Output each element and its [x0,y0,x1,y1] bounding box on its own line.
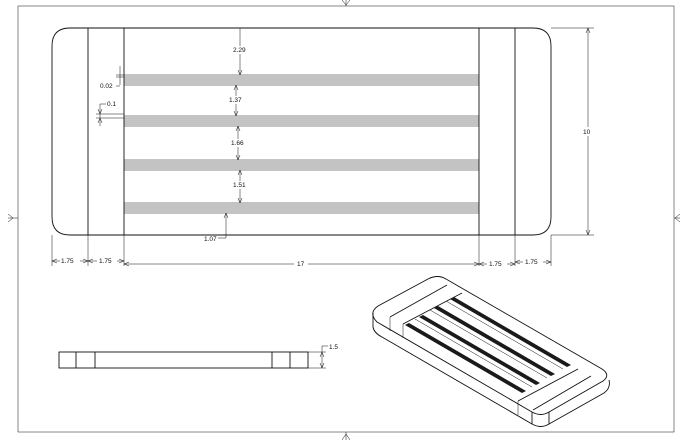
iso-side-left [372,313,550,427]
center-mark-right [674,213,680,223]
dim-overall-width-label: 10 [583,129,591,136]
rail-3 [124,159,479,171]
dim-rail-thickness: 0.02 [100,66,124,90]
dim-gap-1-label: 1.37 [229,97,242,104]
isometric-view [372,276,610,427]
top-view-outline [51,27,552,236]
iso-side-right [548,379,610,425]
dim-gap-2: 1.66 [228,125,248,161]
rail-4 [124,202,479,214]
dim-middle-length-label: 17 [297,261,305,268]
dim-rail-top: 2.29 [230,27,250,76]
dim-rail-spacing-label: 0.1 [107,101,116,108]
dim-lengths-row: 1.75 1.75 17 1.75 1.75 [51,235,552,268]
dim-gap-3: 1.51 [230,169,250,204]
center-mark-left [7,213,18,223]
dim-gap-1: 1.37 [226,84,246,117]
side-view: 1.5 [58,344,338,369]
rail-2 [124,115,479,127]
rail-1 [124,74,479,86]
dim-end-left-outer-label: 1.75 [61,258,74,265]
dim-side-height-label: 1.5 [329,344,338,351]
dim-overall-width: 10 [551,27,594,236]
dim-rail-bottom: 1.07 [204,212,229,243]
dim-rail-bottom-label: 1.07 [204,236,217,243]
dim-end-right-inner-label: 1.75 [489,261,502,268]
dim-side-height: 1.5 [308,344,338,369]
dim-gap-2-label: 1.66 [231,140,244,147]
dim-rail-spacing: 0.1 [96,101,124,126]
dim-gap-3-label: 1.51 [233,182,246,189]
dim-end-left-inner-label: 1.75 [99,258,112,265]
side-view-outline [58,351,309,369]
iso-top-face [372,276,608,415]
dim-rail-top-label: 2.29 [233,47,246,54]
dim-end-right-outer-label: 1.75 [525,259,538,266]
center-mark-bottom [341,432,351,441]
iso-rails [405,297,571,393]
top-view: 2.29 1.37 1.66 1.51 [51,27,594,268]
dim-rail-thickness-label: 0.02 [100,83,113,90]
center-mark-top [341,0,351,6]
